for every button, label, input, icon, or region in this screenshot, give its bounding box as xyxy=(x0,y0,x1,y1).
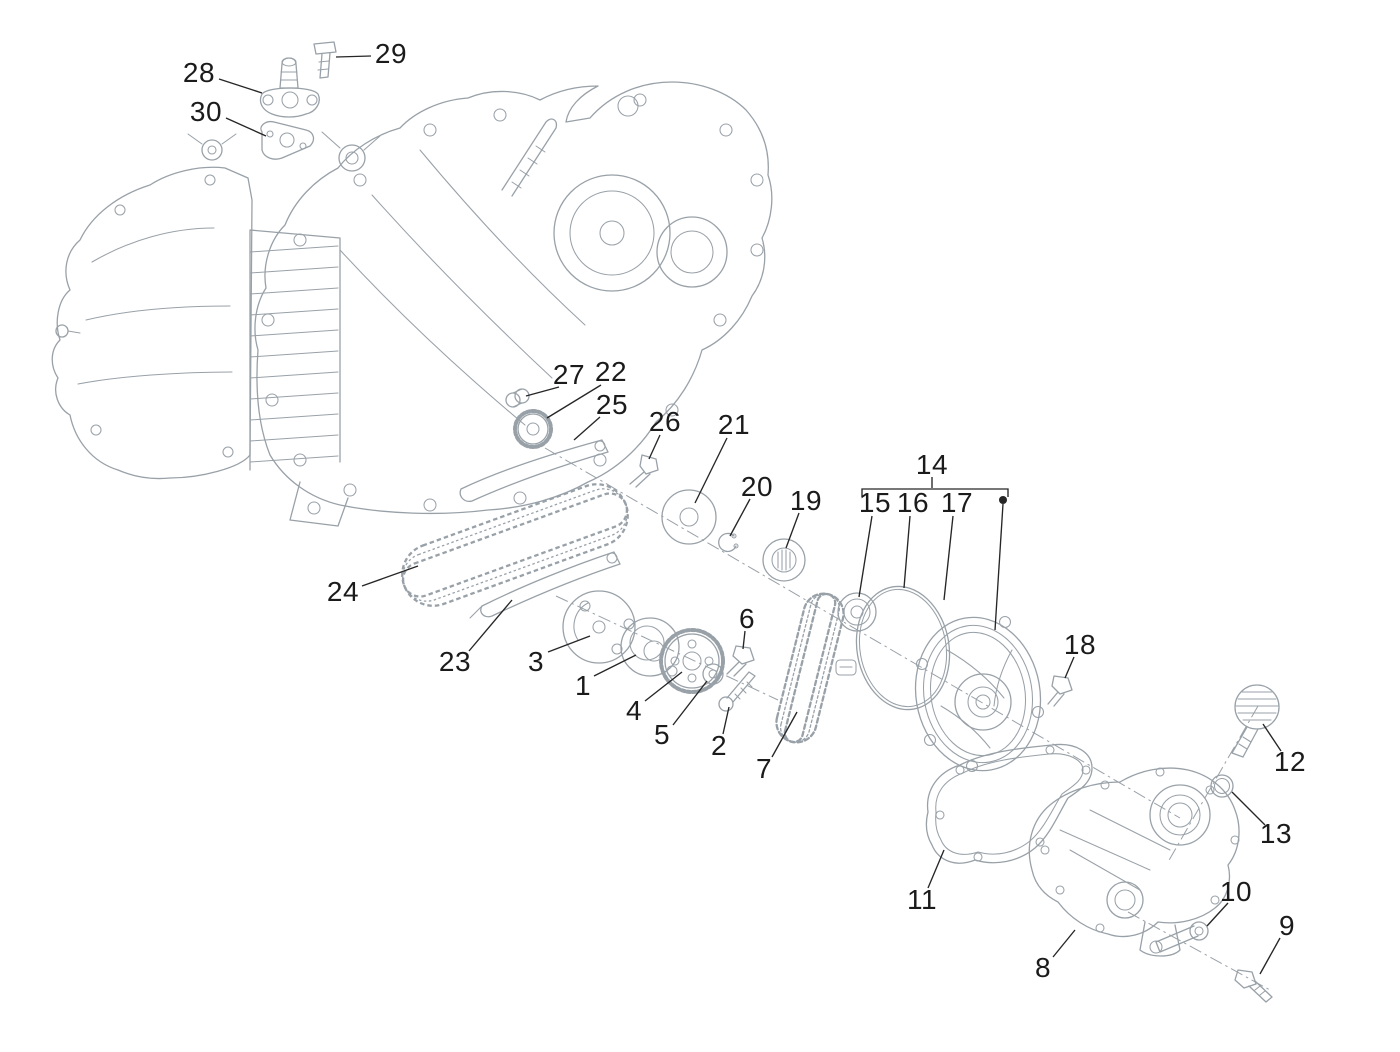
bracket-14-reference-line xyxy=(994,503,1004,631)
leader-line-16 xyxy=(903,515,911,589)
callout-10: 10 xyxy=(1219,876,1253,907)
callout-8: 8 xyxy=(1034,952,1052,983)
leader-line-20 xyxy=(729,498,751,537)
leader-line-6 xyxy=(742,630,746,650)
leader-line-3 xyxy=(547,635,591,653)
leader-line-8 xyxy=(1052,929,1076,958)
leader-line-7 xyxy=(771,711,798,758)
callout-4: 4 xyxy=(625,695,643,726)
leader-line-12 xyxy=(1262,723,1282,752)
leader-line-29 xyxy=(335,55,372,58)
leader-line-11 xyxy=(927,849,945,889)
axis-lines xyxy=(544,447,1271,991)
callout-11: 11 xyxy=(906,884,938,915)
leader-line-13 xyxy=(1231,791,1266,826)
callout-6: 6 xyxy=(738,603,756,634)
cam-chain-art xyxy=(401,388,659,619)
leader-line-21 xyxy=(694,437,728,504)
callout-7: 7 xyxy=(755,753,773,784)
bracket-14-dot xyxy=(999,496,1007,504)
bracket-14 xyxy=(861,488,1009,497)
callout-16: 16 xyxy=(896,487,930,518)
leader-line-9 xyxy=(1259,937,1281,975)
leader-line-15 xyxy=(858,515,873,598)
callout-20: 20 xyxy=(740,471,774,502)
leader-line-22 xyxy=(546,384,602,419)
callout-1: 1 xyxy=(574,670,592,701)
callout-9: 9 xyxy=(1278,910,1296,941)
leader-line-26 xyxy=(648,434,661,460)
leader-line-30 xyxy=(225,117,267,137)
callout-27: 27 xyxy=(552,359,586,390)
leader-line-10 xyxy=(1206,902,1229,927)
callout-14: 14 xyxy=(915,449,949,480)
sump-cover-art xyxy=(925,684,1280,1003)
callout-21: 21 xyxy=(717,409,751,440)
leader-line-4 xyxy=(644,671,683,702)
callout-12: 12 xyxy=(1273,746,1307,777)
callout-24: 24 xyxy=(326,576,360,607)
callout-26: 26 xyxy=(648,406,682,437)
tensioner-art xyxy=(259,41,337,160)
leader-line-17 xyxy=(943,515,954,601)
callout-23: 23 xyxy=(438,646,472,677)
oil-pump-art xyxy=(562,489,845,744)
leader-line-18 xyxy=(1064,656,1075,679)
leader-lines-layer xyxy=(218,55,1282,975)
engine-case-art xyxy=(51,81,773,527)
callout-5: 5 xyxy=(653,719,671,750)
leader-line-2 xyxy=(722,706,730,735)
callout-13: 13 xyxy=(1259,818,1293,849)
callout-3: 3 xyxy=(527,646,545,677)
callout-30: 30 xyxy=(189,96,223,127)
callout-22: 22 xyxy=(594,356,628,387)
leader-line-24 xyxy=(361,565,419,587)
leader-line-5 xyxy=(672,680,708,726)
leader-line-27 xyxy=(525,386,560,397)
callout-2: 2 xyxy=(710,730,728,761)
callout-28: 28 xyxy=(182,57,216,88)
callout-18: 18 xyxy=(1063,629,1097,660)
leader-line-28 xyxy=(218,78,263,94)
leader-line-25 xyxy=(573,416,601,441)
leader-line-19 xyxy=(785,512,800,549)
callout-15: 15 xyxy=(858,487,892,518)
leader-line-1 xyxy=(593,654,637,677)
callout-19: 19 xyxy=(789,485,823,516)
cover-assembly-art xyxy=(835,585,1073,773)
callout-29: 29 xyxy=(374,38,408,69)
leader-line-23 xyxy=(468,599,513,652)
callout-25: 25 xyxy=(595,389,629,420)
callout-17: 17 xyxy=(940,487,974,518)
